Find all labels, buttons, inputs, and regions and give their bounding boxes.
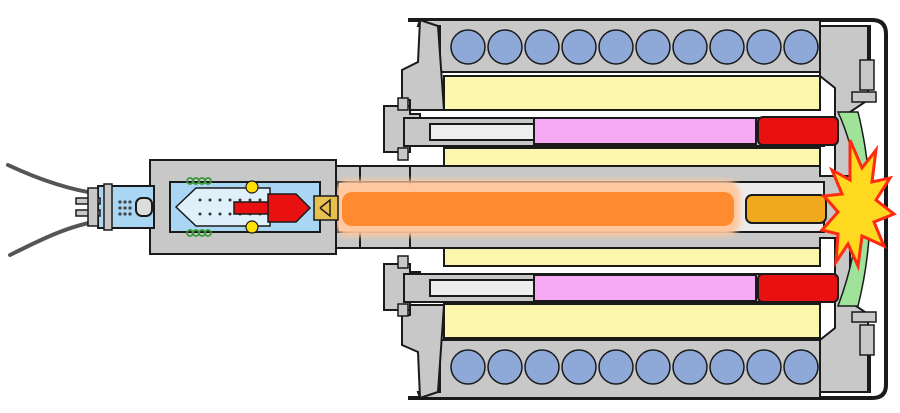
end-fittings	[851, 59, 877, 356]
primer-body	[313, 195, 339, 221]
connector-prongs	[75, 183, 113, 231]
detent-balls	[245, 180, 259, 234]
ball-upper	[245, 180, 259, 194]
charge-end-lower	[757, 273, 839, 303]
pellet	[487, 349, 523, 385]
charge-tube-lower	[383, 263, 839, 311]
pellet	[561, 29, 597, 65]
pellet-row-bottom	[450, 349, 819, 385]
pin	[118, 206, 122, 210]
ball-lower	[245, 220, 259, 234]
pellet	[783, 29, 819, 65]
pin	[128, 200, 132, 204]
cylinder-outer-bottom	[443, 303, 821, 339]
pellet	[450, 29, 486, 65]
pellet	[635, 29, 671, 65]
primer	[313, 195, 339, 221]
rod-lower	[429, 279, 535, 297]
spring-lower	[186, 229, 212, 237]
clamp	[397, 303, 409, 317]
pin	[123, 212, 127, 216]
flange-clamps	[397, 97, 409, 317]
casing-left-wall-upper	[401, 18, 446, 111]
fitting-bottom-nut	[851, 311, 877, 323]
rod-upper	[429, 123, 535, 141]
pellet	[524, 349, 560, 385]
prong-clip	[103, 183, 113, 231]
pin	[118, 212, 122, 216]
pellet	[635, 349, 671, 385]
pellet	[598, 29, 634, 65]
pellet	[709, 349, 745, 385]
primer-chevron	[319, 198, 331, 218]
pin	[118, 200, 122, 204]
lead-wire-lower	[8, 219, 102, 257]
fitting-top	[859, 59, 875, 91]
pellet	[524, 29, 560, 65]
charge-tube-upper	[383, 105, 839, 153]
clamp	[397, 147, 409, 161]
pin	[123, 200, 127, 204]
piston	[233, 193, 312, 223]
pin	[128, 206, 132, 210]
lead-wire-upper	[6, 163, 102, 196]
charge-end-upper	[757, 116, 839, 146]
cylinder-outer-top	[443, 75, 821, 111]
flame-core	[342, 192, 734, 226]
piston-head	[267, 193, 312, 223]
charge-upper	[533, 117, 757, 145]
plug-cap	[135, 197, 153, 217]
pellet	[487, 29, 523, 65]
flame-jet	[334, 180, 740, 236]
pellet-row-top	[450, 29, 819, 65]
pellet	[672, 29, 708, 65]
clamp	[397, 255, 409, 269]
fitting-bottom	[859, 324, 875, 356]
burst-area	[819, 111, 897, 307]
springs	[186, 177, 212, 237]
pellet	[746, 29, 782, 65]
pellet	[672, 349, 708, 385]
prong-clip	[87, 187, 99, 227]
initiator-cap	[745, 194, 827, 224]
casing-left-wall-lower	[401, 304, 446, 400]
fitting-top-nut	[851, 91, 877, 103]
pin	[123, 206, 127, 210]
pellet	[561, 349, 597, 385]
pellet	[746, 349, 782, 385]
explosion-burst	[819, 139, 897, 272]
contact-pins	[118, 200, 132, 216]
pellet	[598, 349, 634, 385]
firing-cone	[174, 187, 271, 227]
pellet	[783, 349, 819, 385]
pellet	[450, 349, 486, 385]
clamp	[397, 97, 409, 111]
pellet	[709, 29, 745, 65]
pin	[128, 212, 132, 216]
charge-lower	[533, 274, 757, 302]
spring-upper	[186, 177, 212, 185]
